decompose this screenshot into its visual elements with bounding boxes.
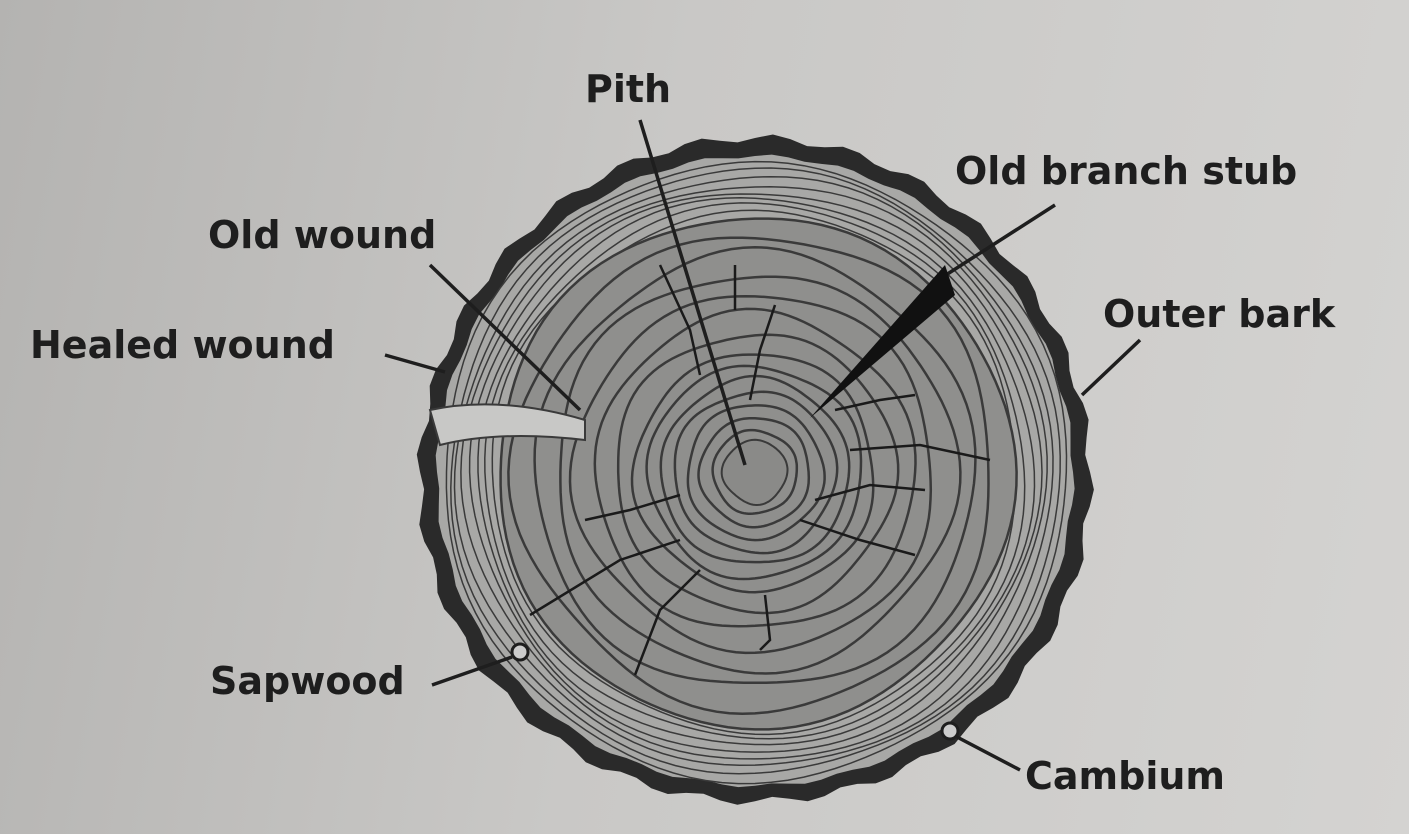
sapwood-ring xyxy=(484,202,1026,740)
radial-crack xyxy=(799,518,916,557)
label-old-wound: Old wound xyxy=(208,213,582,412)
pith xyxy=(720,438,789,507)
old-wound-label: Old wound xyxy=(208,213,436,257)
growth-ring xyxy=(645,364,863,581)
old-wound-leader-line xyxy=(428,263,582,412)
log-cross-section xyxy=(416,134,1094,805)
radial-crack xyxy=(529,538,681,617)
sapwood-ring xyxy=(477,197,1036,746)
growth-ring xyxy=(593,307,917,628)
growth-ring xyxy=(630,353,875,594)
label-pith: Pith xyxy=(585,67,747,466)
growth-ring xyxy=(686,404,826,542)
label-cambium: Cambium xyxy=(940,721,1225,798)
radial-crack xyxy=(748,304,777,401)
cambium-leader-line xyxy=(956,735,1021,772)
outer-bark-leader-line xyxy=(1080,338,1142,397)
growth-ring xyxy=(533,245,977,685)
sapwood-marker xyxy=(510,642,530,662)
sapwood-ring xyxy=(445,160,1068,785)
radial-crack xyxy=(849,443,991,462)
label-old-branch-stub: Old branch stub xyxy=(810,149,1297,418)
radial-crack xyxy=(834,393,916,412)
cambium-label: Cambium xyxy=(1025,754,1225,798)
old-branch-stub-leader-line xyxy=(934,203,1056,284)
label-sapwood: Sapwood xyxy=(210,642,530,703)
sapwood-leader-line xyxy=(431,655,513,687)
growth-ring xyxy=(673,390,839,555)
growth-ring xyxy=(559,275,962,675)
growth-ring xyxy=(697,417,811,529)
pith-leader-line xyxy=(638,119,747,466)
growth-ring xyxy=(616,333,900,615)
radial-crack xyxy=(658,264,702,376)
radial-crack xyxy=(759,594,772,651)
radial-crack xyxy=(814,483,926,502)
growth-ring xyxy=(659,374,851,564)
pith-label: Pith xyxy=(585,67,671,111)
healed-wound-label: Healed wound xyxy=(30,323,335,367)
branch-stub-wedge xyxy=(810,265,955,418)
sapwood-ring xyxy=(460,186,1048,760)
growth-ring xyxy=(568,294,933,655)
label-outer-bark: Outer bark xyxy=(1080,292,1336,397)
sapwood-label: Sapwood xyxy=(210,659,405,703)
radial-crack xyxy=(633,569,701,676)
old-branch-stub-label: Old branch stub xyxy=(955,149,1297,193)
sapwood-ring xyxy=(453,175,1054,767)
sapwood-ring xyxy=(491,209,1016,736)
radial-crack xyxy=(584,493,681,522)
growth-ring xyxy=(711,428,799,515)
healed-wound xyxy=(428,403,586,447)
growth-ring xyxy=(507,236,990,716)
label-healed-wound: Healed wound xyxy=(30,323,446,374)
healed-wound-leader-line xyxy=(384,353,446,374)
outer-bark-label: Outer bark xyxy=(1103,292,1336,336)
sapwood-ring xyxy=(468,193,1043,753)
cambium-marker xyxy=(940,721,960,741)
sapwood-ring xyxy=(450,167,1061,775)
